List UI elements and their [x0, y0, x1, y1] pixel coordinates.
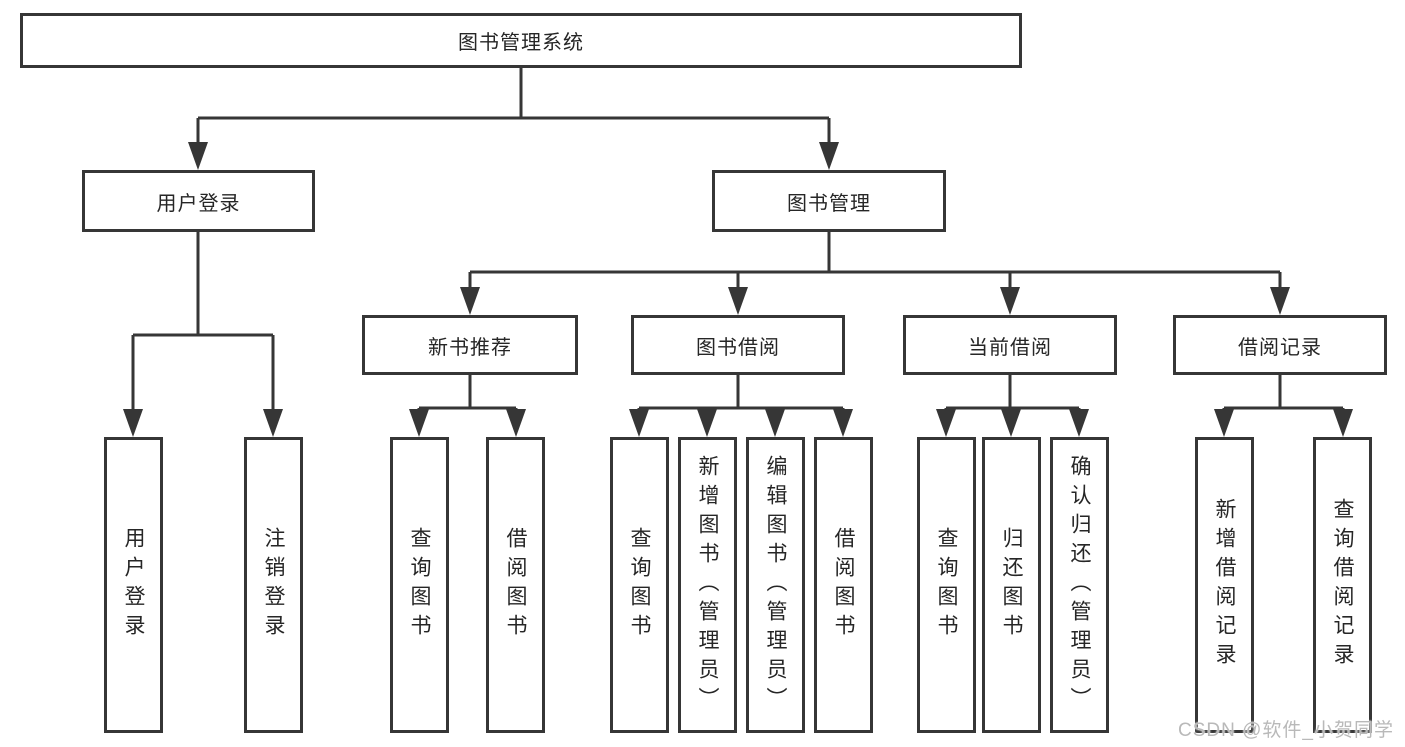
- node-label: 新增图书（管理员）: [696, 454, 719, 716]
- leaf-return-books: 归还图书: [982, 437, 1041, 733]
- node-label: 图书借阅: [696, 336, 780, 359]
- node-label: 归还图书: [1000, 527, 1023, 643]
- leaf-add-borrow-record: 新增借阅记录: [1195, 437, 1254, 733]
- leaf-query-books-current: 查询图书: [917, 437, 976, 733]
- leaf-query-borrow-record: 查询借阅记录: [1313, 437, 1372, 733]
- node-label: 当前借阅: [968, 336, 1052, 359]
- node-borrowing-records: 借阅记录: [1173, 315, 1387, 375]
- node-label: 借阅图书: [504, 527, 527, 643]
- node-label: 图书管理: [787, 192, 871, 215]
- arrowheads: [123, 142, 1353, 437]
- leaf-confirm-return-admin: 确认归还（管理员）: [1050, 437, 1109, 733]
- node-label: 注销登录: [262, 527, 285, 643]
- node-library-management-system: 图书管理系统: [20, 13, 1022, 68]
- node-label: 新书推荐: [428, 336, 512, 359]
- leaf-user-login: 用户登录: [104, 437, 163, 733]
- node-label: 借阅图书: [832, 527, 855, 643]
- csdn-watermark: CSDN @软件_小贺同学: [1178, 720, 1394, 741]
- node-label: 查询图书: [408, 527, 431, 643]
- leaf-add-books-admin: 新增图书（管理员）: [678, 437, 737, 733]
- node-label: 确认归还（管理员）: [1068, 454, 1091, 716]
- node-label: 用户登录: [122, 527, 145, 643]
- node-book-borrowing: 图书借阅: [631, 315, 845, 375]
- leaf-query-books-borrowing: 查询图书: [610, 437, 669, 733]
- leaf-edit-books-admin: 编辑图书（管理员）: [746, 437, 805, 733]
- node-label: 新增借阅记录: [1213, 498, 1236, 672]
- node-book-management: 图书管理: [712, 170, 946, 232]
- leaf-borrow-books: 借阅图书: [814, 437, 873, 733]
- node-label: 编辑图书（管理员）: [764, 454, 787, 716]
- node-new-book-recommendation: 新书推荐: [362, 315, 578, 375]
- leaf-query-books-recommend: 查询图书: [390, 437, 449, 733]
- node-user-login: 用户登录: [82, 170, 315, 232]
- node-label: 查询图书: [935, 527, 958, 643]
- node-label: 查询图书: [628, 527, 651, 643]
- leaf-borrow-books-recommend: 借阅图书: [486, 437, 545, 733]
- node-label: 图书管理系统: [458, 32, 584, 54]
- node-label: 用户登录: [156, 192, 241, 215]
- leaf-logout: 注销登录: [244, 437, 303, 733]
- node-label: 查询借阅记录: [1331, 498, 1354, 672]
- node-current-borrowing: 当前借阅: [903, 315, 1117, 375]
- node-label: 借阅记录: [1238, 336, 1322, 359]
